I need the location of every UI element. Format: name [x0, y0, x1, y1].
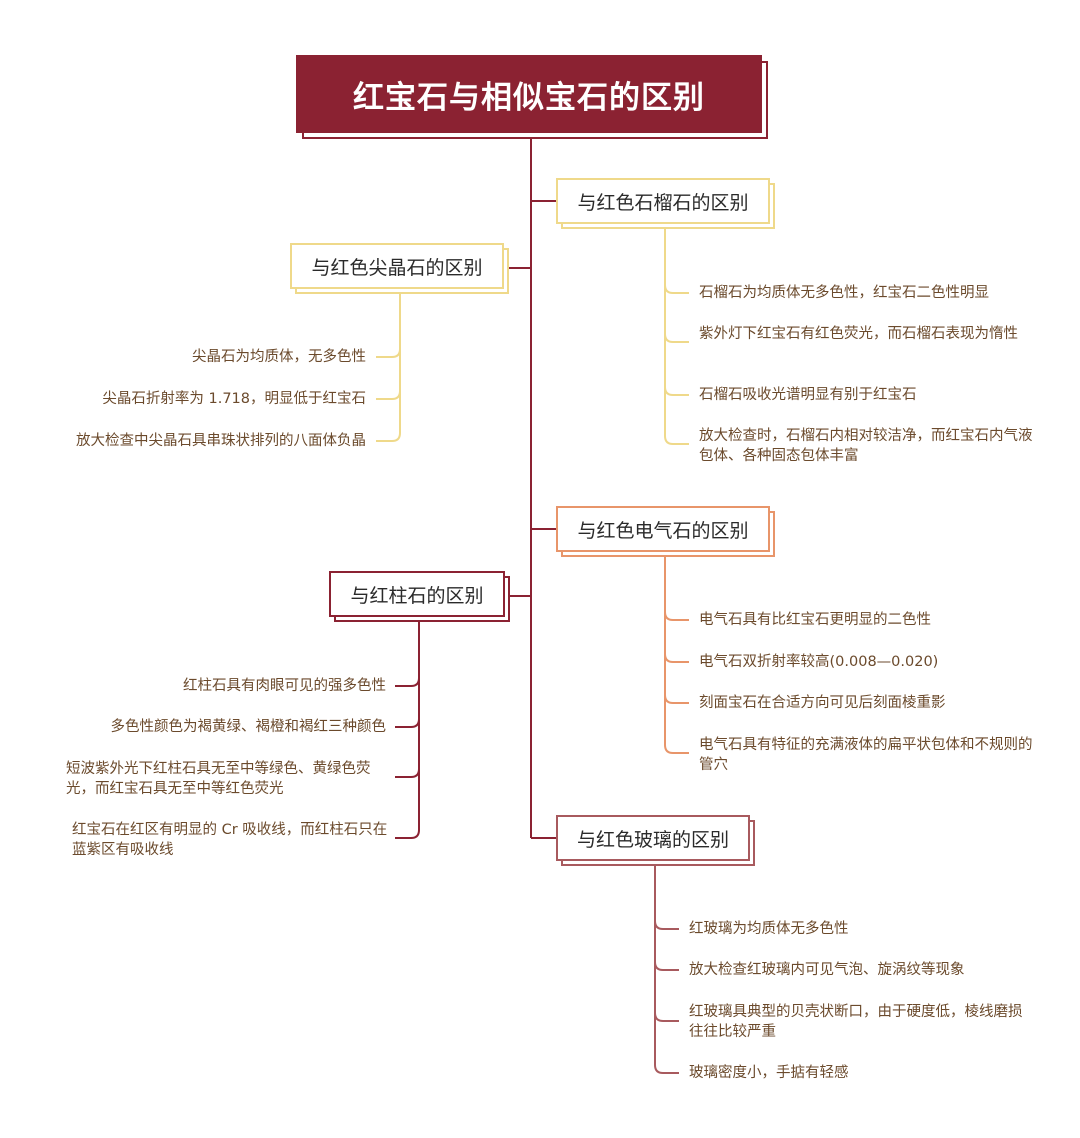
- glass-connector-1: [654, 920, 679, 930]
- garnet-connector-3: [664, 386, 689, 396]
- leaf-andalusite-2: 多色性颜色为褐黄绿、褐橙和褐红三种颜色: [110, 719, 387, 735]
- branch-spinel: 与红色尖晶石的区别: [290, 243, 504, 289]
- branch-glass-label: 与红色玻璃的区别: [576, 828, 729, 851]
- glass-connector-3: [654, 1012, 679, 1022]
- leaf-glass-4: 玻璃密度小，手掂有轻感: [689, 1065, 849, 1081]
- tourmaline-connector-2: [664, 653, 689, 663]
- leaf-glass-3: 红玻璃具典型的贝壳状断口，由于硬度低，棱线磨损往往比较严重: [689, 1004, 1023, 1040]
- spinel-connector-1: [376, 348, 401, 358]
- leaf-andalusite-4: 红宝石在红区有明显的 Cr 吸收线，而红柱石只在蓝紫区有吸收线: [72, 822, 388, 858]
- andalusite-connector-3: [395, 768, 420, 778]
- leaf-garnet-2: 紫外灯下红宝石有红色荧光，而石榴石表现为惰性: [699, 326, 1018, 342]
- leaf-spinel-1: 尖晶石为均质体，无多色性: [192, 349, 366, 365]
- leaf-garnet-4: 放大检查时，石榴石内相对较洁净，而红宝石内气液包体、各种固态包体丰富: [699, 428, 1033, 464]
- leaf-andalusite-3: 短波紫外光下红柱石具无至中等绿色、黄绿色荧光，而红宝石具无至中等红色荧光: [66, 761, 371, 797]
- leaf-tourmaline-2: 电气石双折射率较高(0.008—0.020): [699, 654, 939, 670]
- leaf-garnet-1: 石榴石为均质体无多色性，红宝石二色性明显: [699, 285, 989, 301]
- leaf-tourmaline-1: 电气石具有比红宝石更明显的二色性: [699, 612, 931, 628]
- branch-tourmaline-label: 与红色电气石的区别: [577, 519, 749, 542]
- glass-connector-2: [654, 961, 679, 971]
- glass-connector-4: [654, 1064, 679, 1074]
- tourmaline-connector-1: [664, 611, 689, 621]
- garnet-connector-4: [664, 435, 689, 445]
- andalusite-connector-4: [395, 829, 420, 839]
- root-title: 红宝石与相似宝石的区别: [296, 55, 762, 133]
- spinel-connector-3: [376, 432, 401, 442]
- tourmaline-connector-4: [664, 744, 689, 754]
- branch-garnet: 与红色石榴石的区别: [556, 178, 770, 224]
- leaf-tourmaline-3: 刻面宝石在合适方向可见后刻面棱重影: [699, 695, 946, 711]
- leaf-glass-2: 放大检查红玻璃内可见气泡、旋涡纹等现象: [689, 962, 965, 978]
- leaf-glass-1: 红玻璃为均质体无多色性: [689, 921, 849, 937]
- garnet-connector-1: [664, 284, 689, 294]
- leaf-tourmaline-4: 电气石具有特征的充满液体的扁平状包体和不规则的管穴: [699, 737, 1033, 773]
- spinel-connector-2: [376, 390, 401, 400]
- tourmaline-connector-3: [664, 694, 689, 704]
- branch-garnet-label: 与红色石榴石的区别: [577, 191, 749, 214]
- branch-spinel-label: 与红色尖晶石的区别: [311, 256, 483, 279]
- leaf-andalusite-1: 红柱石具有肉眼可见的强多色性: [183, 678, 386, 694]
- branch-tourmaline: 与红色电气石的区别: [556, 506, 770, 552]
- leaf-garnet-3: 石榴石吸收光谱明显有别于红宝石: [699, 387, 917, 403]
- andalusite-connector-1: [395, 677, 420, 687]
- branch-andalusite-label: 与红柱石的区别: [350, 584, 484, 607]
- branch-glass: 与红色玻璃的区别: [556, 815, 750, 861]
- leaf-spinel-3: 放大检查中尖晶石具串珠状排列的八面体负晶: [76, 433, 366, 449]
- garnet-connector-2: [664, 333, 689, 343]
- andalusite-connector-2: [395, 718, 420, 728]
- branch-andalusite: 与红柱石的区别: [329, 571, 505, 617]
- leaf-spinel-2: 尖晶石折射率为 1.718，明显低于红宝石: [102, 391, 366, 407]
